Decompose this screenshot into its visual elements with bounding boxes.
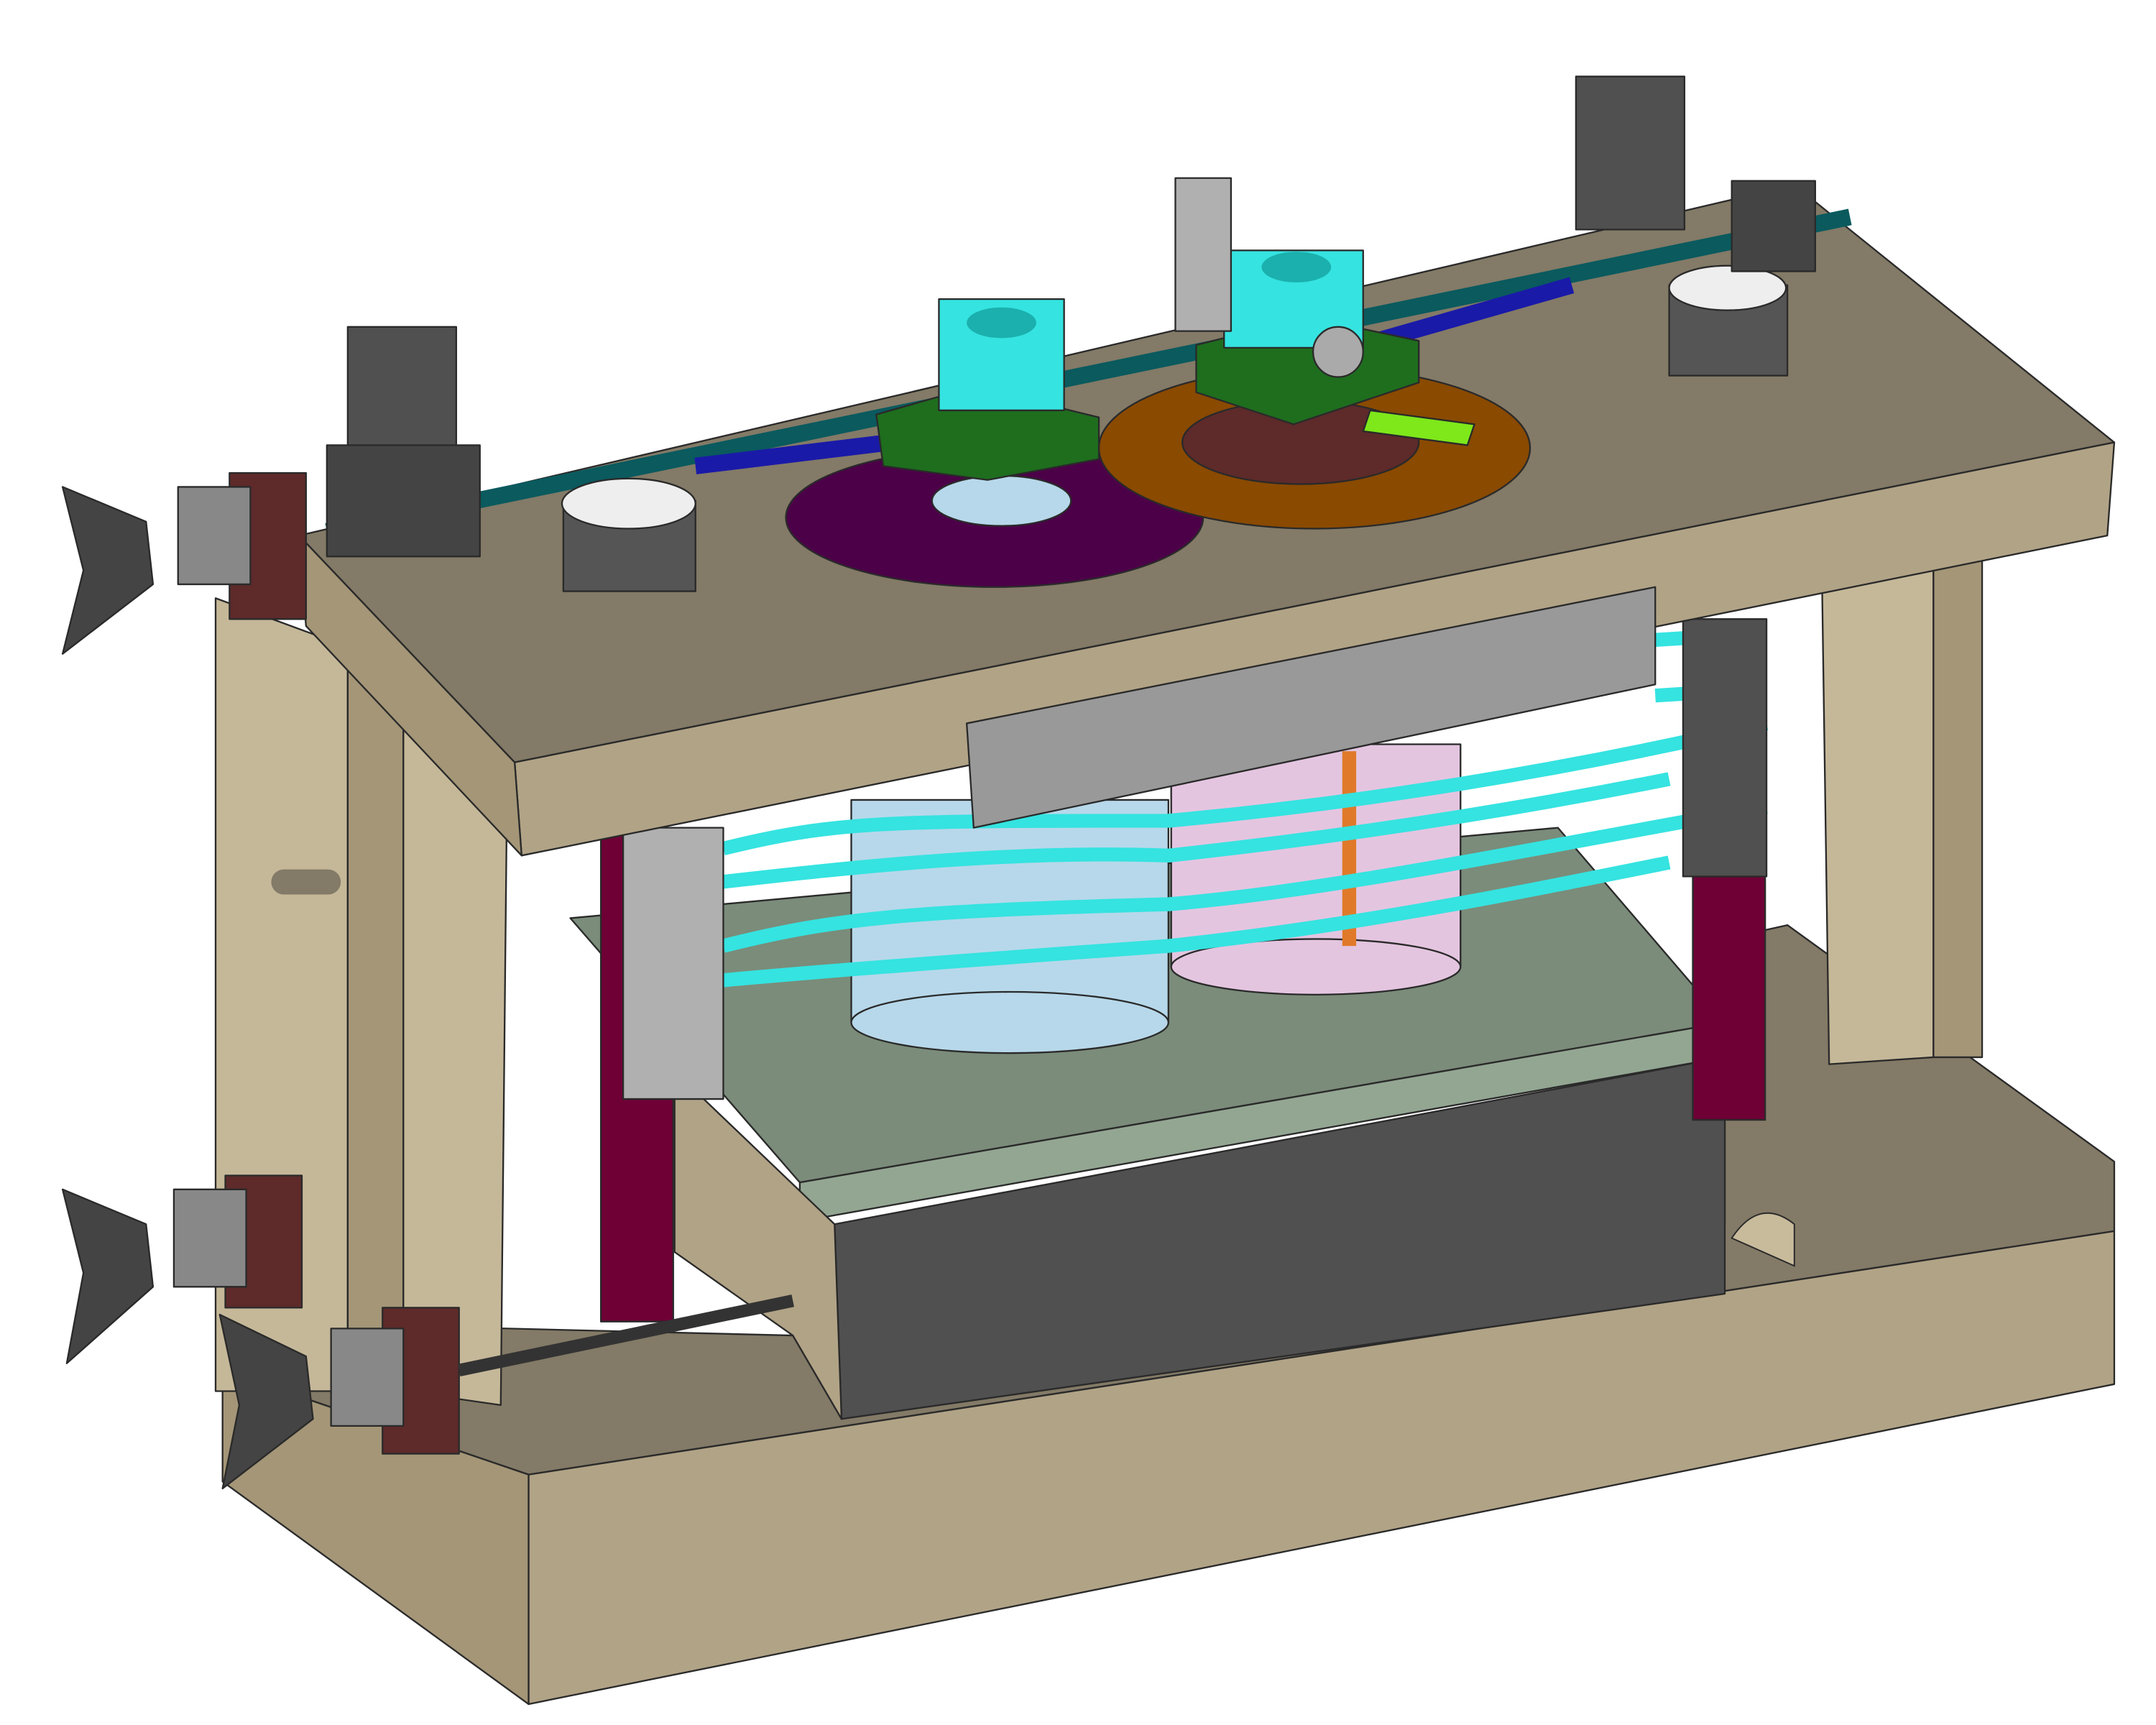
right-leg-rear [1821,569,1935,1065]
leg-slot [271,869,341,895]
drive-shaft [325,208,1852,540]
left-clamp-bracket [622,827,724,1100]
right-upright-block [1575,75,1686,231]
drive-heads [875,177,1475,481]
star-knob-icon[interactable] [61,1188,155,1364]
clamp-body [177,486,252,586]
clamp-rod [457,1294,795,1376]
gray-mounting-bar [966,586,1657,829]
pulley-left-top [561,477,696,530]
bearing-wheel [1312,326,1364,378]
left-bearing-block [326,444,481,558]
right-leg-side [1932,556,1984,1059]
clamp-knobs [61,472,795,1490]
clamp-middle [61,1174,303,1364]
light-blue-cylinder-bottom [850,990,1169,1054]
right-guide-post [1692,861,1766,1121]
pulleys [561,264,1789,592]
bearing-left [931,474,1072,527]
standoff-bracket [1174,177,1233,332]
blue-rod-left [694,433,892,474]
hub-bore-left [967,307,1036,339]
rotary-discs [785,366,1531,588]
clamp-top [61,472,307,655]
left-leg-side [346,645,405,1392]
star-knob-icon[interactable] [218,1313,314,1490]
lime-lever [1362,409,1475,446]
star-knob-icon[interactable] [61,486,155,655]
hub-bore-right [1261,252,1332,282]
cyan-strips [645,625,1769,995]
blue-rod-right [1374,277,1575,349]
upright-blocks [326,75,1816,558]
clamp-bottom [218,1294,795,1490]
guide-posts [599,618,1768,1322]
right-gear-block [1731,180,1816,272]
housing-left-side [673,1070,843,1420]
base-slot [1731,1212,1795,1267]
left-upright-block [346,326,457,460]
pink-cylinder-bottom [1170,938,1462,996]
right-clamp-bracket [1682,618,1768,878]
clamp-body [172,1188,247,1288]
clamp-body [330,1328,405,1427]
pulley-right-top [1668,264,1787,311]
coil-cylinders [645,625,1769,1054]
teal-shaft [325,208,1852,540]
right-legs [1821,556,1984,1065]
